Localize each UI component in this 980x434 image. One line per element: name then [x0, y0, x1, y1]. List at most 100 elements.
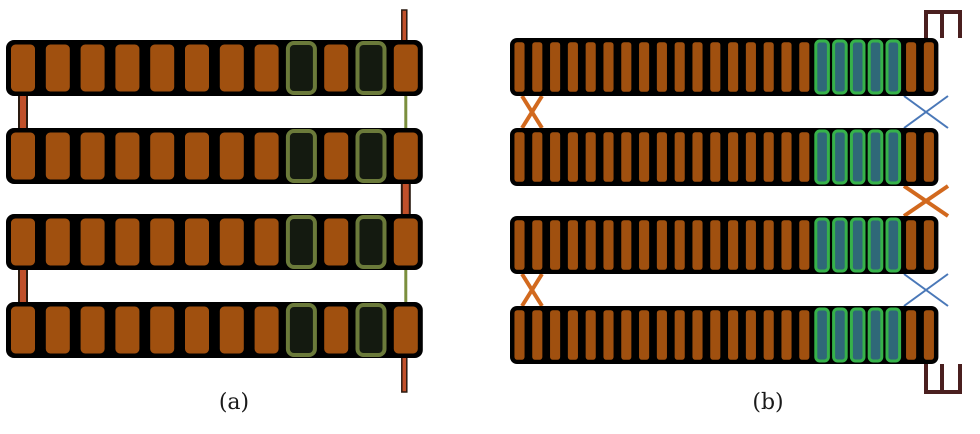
cell	[743, 217, 759, 273]
cell-highlighted	[849, 307, 866, 363]
cell	[547, 307, 563, 363]
cell	[182, 41, 212, 95]
cell	[112, 303, 143, 357]
row-b-2	[510, 128, 939, 186]
cell-highlighted	[814, 307, 830, 363]
crossing-line	[903, 273, 949, 307]
cell	[390, 41, 421, 95]
cell-highlighted	[849, 129, 866, 185]
row-a-1	[6, 40, 423, 96]
cell	[654, 217, 670, 273]
cell-highlighted	[867, 307, 884, 363]
row-backbone	[6, 302, 423, 358]
cell	[42, 129, 73, 183]
cell	[511, 217, 528, 273]
cell	[636, 39, 652, 95]
cell	[147, 215, 178, 269]
cell	[112, 41, 143, 95]
cell	[511, 307, 528, 363]
lead-bottom	[401, 353, 408, 393]
row-backbone	[6, 214, 423, 270]
cell	[636, 217, 652, 273]
row-link-brown	[18, 265, 28, 307]
cell	[182, 129, 212, 183]
cell	[583, 39, 599, 95]
cell	[743, 39, 759, 95]
crossing-line	[902, 184, 950, 218]
cell	[511, 129, 528, 185]
cell	[77, 303, 108, 357]
cell-highlighted	[814, 217, 830, 273]
cell	[689, 129, 706, 185]
cell	[390, 215, 421, 269]
cell	[216, 303, 247, 357]
cell	[618, 39, 634, 95]
cell	[689, 217, 706, 273]
cell-highlighted	[832, 307, 848, 363]
cell	[796, 217, 812, 273]
crossing-line	[520, 272, 544, 308]
cell	[251, 41, 282, 95]
cell	[654, 307, 670, 363]
cell	[689, 307, 706, 363]
cell-highlighted	[814, 39, 830, 95]
row-backbone	[6, 40, 423, 96]
row-backbone	[510, 306, 939, 364]
cell	[147, 41, 178, 95]
row-backbone	[510, 38, 939, 96]
row-a-3	[6, 214, 423, 270]
cell	[672, 217, 688, 273]
cell	[583, 307, 599, 363]
cell-highlighted	[885, 39, 902, 95]
cell	[529, 39, 545, 95]
cell	[743, 307, 759, 363]
cell-highlighted	[885, 217, 902, 273]
cell-highlighted	[832, 39, 848, 95]
cell	[529, 129, 545, 185]
cell	[8, 129, 38, 183]
cell	[761, 129, 777, 185]
cell	[707, 307, 723, 363]
panel-a	[6, 9, 423, 393]
crossing-line	[520, 94, 544, 130]
cell	[77, 129, 108, 183]
cell	[672, 39, 688, 95]
cell	[743, 129, 759, 185]
cell-highlighted	[285, 129, 317, 183]
cell	[42, 303, 73, 357]
cell-highlighted	[832, 129, 848, 185]
cell	[778, 217, 795, 273]
cell	[112, 215, 143, 269]
cell	[8, 41, 38, 95]
cell	[707, 39, 723, 95]
cell	[147, 129, 178, 183]
cell	[725, 217, 741, 273]
cell	[251, 303, 282, 357]
row-b-4	[510, 306, 939, 364]
cell	[216, 41, 247, 95]
cell	[565, 217, 581, 273]
row-backbone	[510, 128, 939, 186]
cell-highlighted	[355, 129, 387, 183]
cell	[182, 215, 212, 269]
cell	[251, 129, 282, 183]
cell	[547, 129, 563, 185]
cell	[778, 39, 795, 95]
cell	[216, 129, 247, 183]
row-a-4	[6, 302, 423, 358]
row-crossing-blue	[903, 273, 949, 307]
cell	[216, 215, 247, 269]
cell	[921, 307, 937, 363]
cell	[654, 39, 670, 95]
cell	[583, 217, 599, 273]
cell	[921, 217, 937, 273]
row-a-2	[6, 128, 423, 184]
cell	[77, 215, 108, 269]
cell	[600, 39, 617, 95]
cell	[725, 129, 741, 185]
cell	[547, 39, 563, 95]
panel-b	[510, 10, 962, 394]
row-b-3	[510, 216, 939, 274]
cell	[761, 217, 777, 273]
cell	[77, 41, 108, 95]
